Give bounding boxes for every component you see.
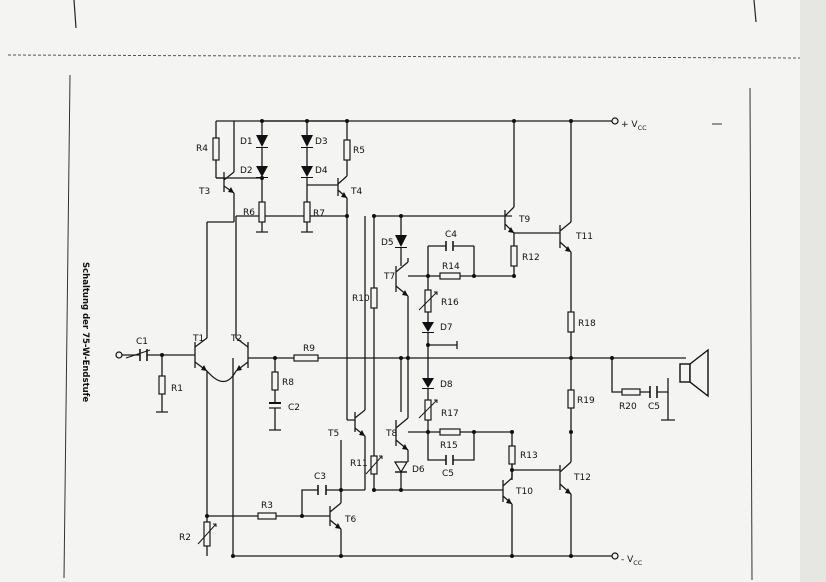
resistor-R8-body	[271, 371, 279, 391]
label-D1: D1	[240, 137, 253, 147]
label-C2: C2	[288, 403, 300, 413]
wiring	[122, 120, 686, 557]
resistor-R19-body	[567, 389, 575, 409]
resistor-R14-body	[439, 272, 461, 280]
capacitor-C4	[445, 241, 454, 251]
capacitor-C1	[139, 349, 148, 361]
capacitor-C5-small	[445, 455, 454, 465]
label-R12: R12	[522, 253, 540, 263]
resistor-R10-body	[370, 287, 378, 309]
label-R20: R20	[619, 402, 637, 412]
resistor-R5-body	[343, 139, 351, 161]
label-R10: R10	[352, 294, 370, 304]
left-frame-line	[63, 74, 71, 579]
resistor-R15-body	[439, 428, 461, 436]
label-vcc-pos: + VCC	[621, 120, 647, 132]
label-D5: D5	[381, 238, 394, 248]
diode-D1	[256, 135, 268, 148]
label-T8: T8	[385, 429, 397, 439]
label-T1: T1	[192, 334, 204, 344]
junction-dots	[160, 119, 614, 558]
label-R19: R19	[577, 396, 595, 406]
label-R14: R14	[442, 262, 460, 272]
resistor-R3-body	[257, 512, 277, 520]
label-R15: R15	[440, 441, 458, 451]
label-T10: T10	[515, 487, 533, 497]
label-R8: R8	[282, 378, 294, 388]
diode-D5	[395, 235, 407, 248]
label-R5: R5	[353, 146, 365, 156]
resistor-R9-body	[293, 354, 319, 362]
vcc-neg-terminal	[611, 552, 619, 560]
top-mark-right	[753, 0, 757, 23]
label-T12: T12	[573, 473, 591, 483]
label-T4: T4	[350, 187, 362, 197]
label-T6: T6	[344, 515, 356, 525]
vcc-pos-terminal	[611, 117, 619, 125]
resistor-R20-body	[621, 388, 641, 396]
label-T11: T11	[575, 232, 593, 242]
resistor-R13-body	[508, 445, 516, 465]
terminals	[115, 117, 619, 560]
resistor-R1-body	[158, 375, 166, 395]
label-R4: R4	[196, 144, 208, 154]
label-D7: D7	[440, 323, 453, 333]
label-vcc-neg: - VCC	[621, 555, 643, 567]
label-R13: R13	[520, 451, 538, 461]
label-R9: R9	[303, 344, 315, 354]
emitter-arrows	[201, 187, 571, 529]
right-frame-line	[749, 87, 753, 581]
label-R3: R3	[261, 501, 273, 511]
label-C5-output: C5	[648, 402, 660, 412]
diode-D3	[301, 135, 313, 148]
resistor-R4-body	[212, 137, 220, 161]
diode-D8	[422, 378, 434, 389]
diodes	[256, 135, 434, 474]
top-mark-left	[73, 0, 77, 29]
resistor-R6-body	[258, 201, 266, 223]
label-R7: R7	[313, 209, 325, 219]
label-C3: C3	[314, 472, 326, 482]
schematic-title: Schaltung der 75-W-Endstufe	[80, 262, 90, 402]
diode-D7	[422, 322, 434, 333]
diode-D6	[393, 461, 409, 474]
label-R6: R6	[243, 208, 255, 218]
diode-D4	[301, 166, 313, 178]
label-R1: R1	[171, 384, 183, 394]
label-R16: R16	[441, 298, 459, 308]
label-C5-small: C5	[442, 469, 454, 479]
resistor-R17-body	[424, 399, 432, 421]
trimmer-arrows	[125, 291, 438, 545]
label-D2: D2	[240, 166, 253, 176]
label-T9: T9	[518, 215, 530, 225]
input-terminal	[115, 351, 123, 359]
resistor-R7-body	[303, 201, 311, 223]
label-D6: D6	[412, 465, 425, 475]
diode-D2	[256, 166, 268, 178]
label-T5: T5	[327, 429, 339, 439]
label-C4: C4	[445, 230, 457, 240]
label-D4: D4	[315, 166, 328, 176]
label-C1: C1	[136, 337, 148, 347]
label-D3: D3	[315, 137, 328, 147]
label-R2: R2	[179, 533, 191, 543]
label-T3: T3	[198, 187, 210, 197]
right-page-edge	[800, 0, 826, 582]
speaker-icon	[679, 348, 709, 398]
label-R11: R11	[350, 459, 368, 469]
label-T7: T7	[383, 272, 395, 282]
component-labels: C1 R1 T1 T2 R2 R3 R4 D1 D2 T3 R6 D3 D4 R…	[136, 120, 660, 567]
capacitor-C5-output	[649, 386, 658, 398]
top-scan-line	[7, 54, 801, 59]
capacitor-C3	[317, 485, 327, 495]
label-T2: T2	[230, 334, 242, 344]
label-R17: R17	[441, 409, 459, 419]
resistor-R12-body	[510, 245, 518, 267]
label-R18: R18	[578, 319, 596, 329]
capacitors	[139, 241, 658, 495]
label-D8: D8	[440, 380, 453, 390]
resistor-R18-body	[567, 311, 575, 333]
